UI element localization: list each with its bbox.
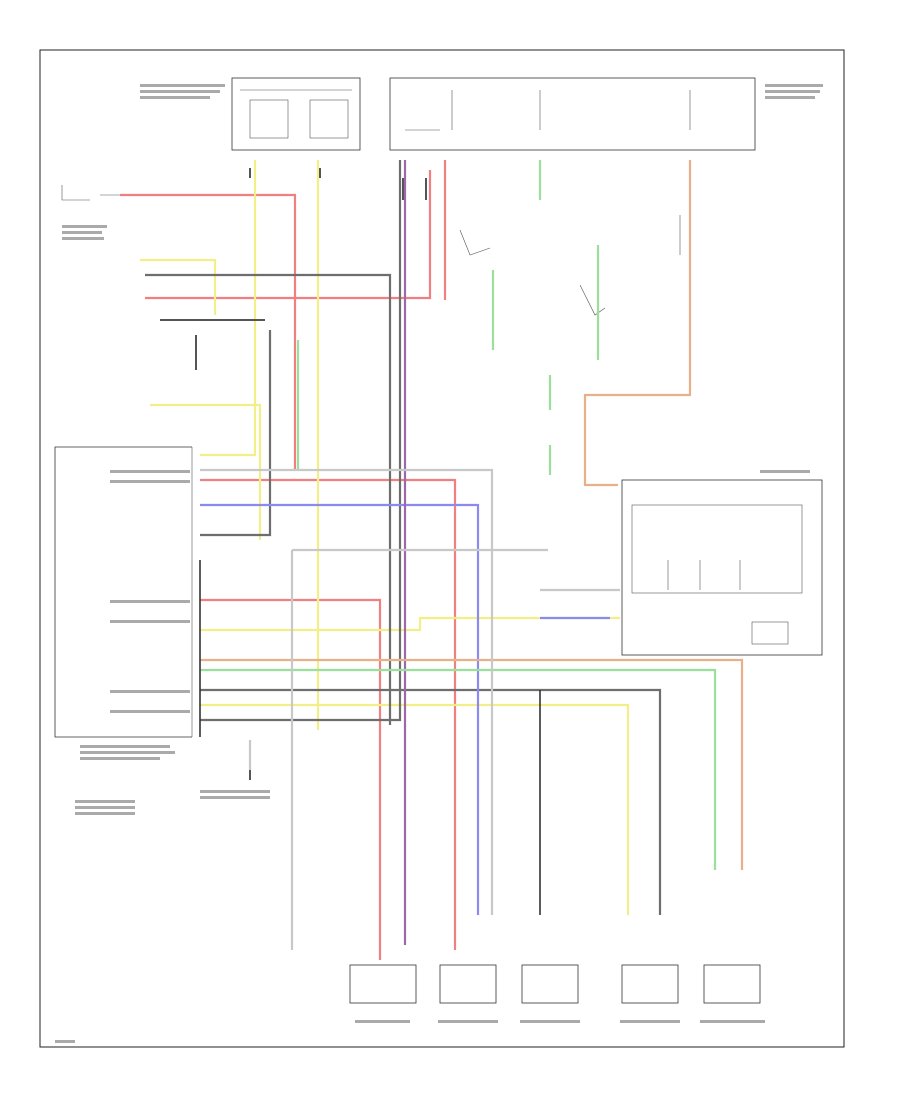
underhood-fuse-box [231, 77, 361, 151]
instrument-cluster [621, 479, 823, 656]
under-dash-fuse-box [389, 77, 756, 151]
abs-control-module [54, 446, 193, 738]
connector-marks [160, 168, 427, 780]
brake-switch [459, 215, 681, 316]
diagram-frame [39, 49, 845, 1048]
sensor-connectors [349, 964, 761, 1004]
label-marks [55, 84, 823, 1043]
ignition-switch [61, 185, 130, 201]
wires [120, 160, 744, 960]
